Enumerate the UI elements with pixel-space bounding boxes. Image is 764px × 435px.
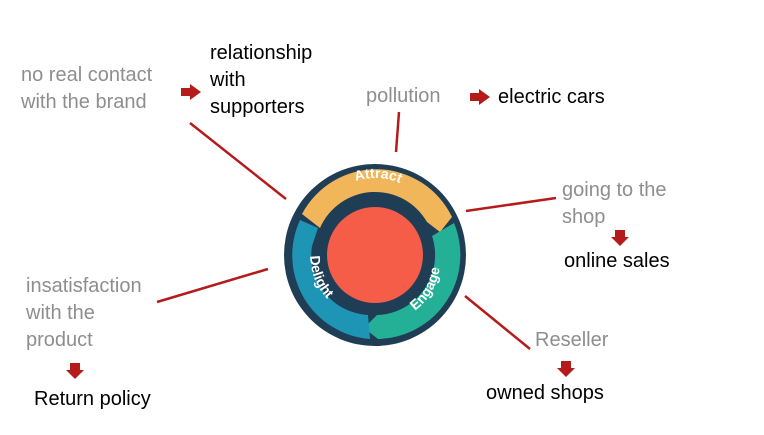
engage-segment [364, 223, 461, 339]
solution-electric-cars: electric cars [498, 86, 605, 108]
down-arrow-icon [557, 361, 575, 377]
problem-brand-contact: no real contact with the brand [21, 64, 153, 113]
down-arrow-icon [66, 363, 84, 379]
delight-segment [292, 220, 370, 339]
flywheel-core [327, 207, 423, 303]
solution-relationship: relationship with supporters [210, 42, 313, 118]
problem-product-insatisfaction: insatisfaction with the product [26, 275, 142, 351]
solution-online-sales: online sales [564, 250, 670, 272]
problem-pollution: pollution [366, 85, 441, 107]
connector-line-brand [189, 122, 287, 200]
flywheel-diagram: Attract Engage Delight [284, 164, 466, 346]
solution-return-policy: Return policy [34, 388, 151, 410]
attract-label: Attract [352, 165, 405, 186]
connector-line-product [156, 267, 269, 304]
connector-line-shop [465, 196, 557, 213]
right-arrow-icon [470, 89, 490, 105]
down-arrow-icon [611, 230, 629, 246]
solution-owned-shops: owned shops [486, 382, 604, 404]
connector-line-pollution [394, 111, 401, 153]
connector-line-reseller [464, 295, 531, 350]
problem-going-to-shop: going to the shop [562, 179, 667, 228]
right-arrow-icon [181, 84, 201, 100]
problem-reseller: Reseller [535, 329, 609, 351]
attract-segment [302, 169, 452, 232]
